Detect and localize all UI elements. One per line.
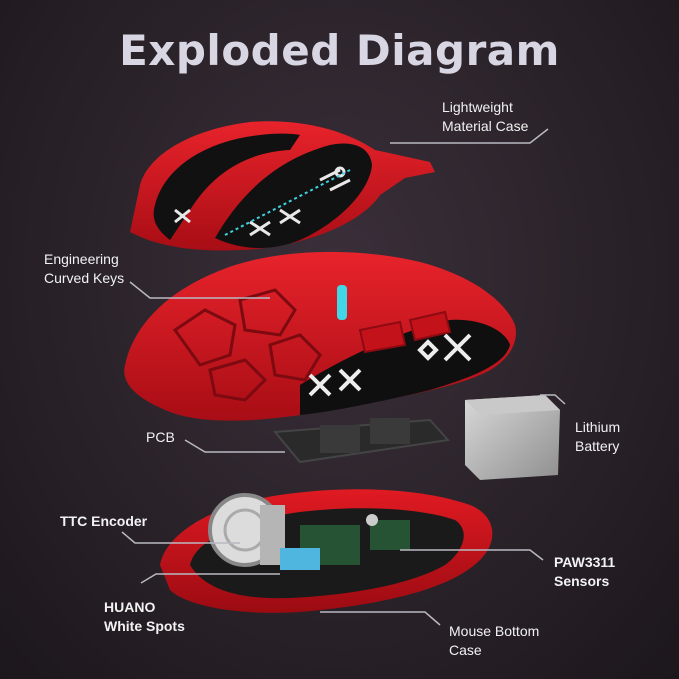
shell-graphics	[308, 333, 472, 397]
switch-block	[280, 548, 320, 570]
scroll-wheel	[208, 493, 285, 567]
label-sensor: PAW3311 Sensors	[554, 553, 615, 591]
label-switches-line2: White Spots	[104, 618, 185, 634]
leader-lines	[121, 128, 566, 626]
label-keys-line1: Engineering	[44, 251, 119, 267]
label-bottom: Mouse Bottom Case	[449, 622, 539, 660]
label-pcb-line1: PCB	[146, 429, 175, 445]
label-encoder-line1: TTC Encoder	[60, 513, 148, 529]
page-title: Exploded Diagram	[119, 26, 560, 75]
label-encoder: TTC Encoder	[60, 512, 147, 531]
label-battery-line2: Battery	[575, 438, 620, 454]
top-case-plate	[130, 121, 435, 251]
label-bottom-line1: Mouse Bottom	[449, 623, 540, 639]
label-bottom-line2: Case	[449, 642, 482, 658]
honeycomb-cutouts	[172, 288, 322, 402]
label-keys-line2: Curved Keys	[44, 270, 125, 286]
rgb-strip	[337, 285, 347, 320]
label-pcb: PCB	[146, 428, 175, 447]
case-graphics	[174, 166, 351, 237]
label-switches-line1: HUANO	[104, 599, 156, 615]
label-keys: Engineering Curved Keys	[44, 250, 124, 288]
battery-block	[465, 395, 560, 480]
main-shell	[124, 251, 516, 421]
label-sensor-line2: Sensors	[554, 573, 610, 589]
label-battery: Lithium Battery	[575, 418, 620, 456]
pcb-board	[272, 418, 450, 464]
label-case-top: Lightweight Material Case	[442, 98, 528, 136]
bottom-case	[160, 489, 493, 613]
label-case-top-line2: Material Case	[442, 118, 529, 134]
label-sensor-line1: PAW3311	[554, 554, 616, 570]
label-switches: HUANO White Spots	[104, 598, 185, 636]
label-battery-line1: Lithium	[575, 419, 621, 435]
label-case-top-line1: Lightweight	[442, 99, 513, 115]
